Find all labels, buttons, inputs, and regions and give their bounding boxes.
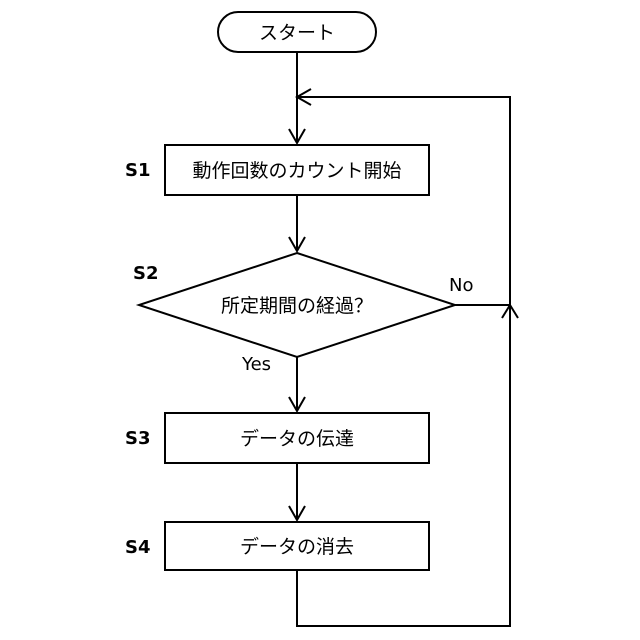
connector-s4-loop [297, 305, 510, 626]
step-label-s1: S1 [125, 160, 151, 181]
step-label-s3: S3 [125, 428, 151, 449]
process-s1-label: 動作回数のカウント開始 [192, 160, 401, 182]
process-s4-label: データの消去 [240, 536, 354, 558]
step-label-s4: S4 [125, 537, 151, 558]
process-s3-label: データの伝達 [240, 428, 354, 450]
branch-no-label: No [449, 275, 473, 296]
branch-yes-label: Yes [241, 354, 271, 375]
start-label: スタート [259, 22, 335, 44]
decision-s2-label: 所定期間の経過？ [221, 295, 373, 317]
step-label-s2: S2 [133, 263, 159, 284]
